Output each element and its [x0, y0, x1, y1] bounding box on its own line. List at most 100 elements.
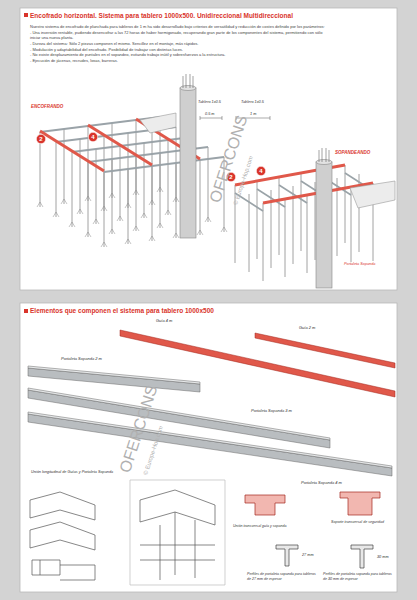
- callout-number: 2: [36, 134, 46, 144]
- drophead-rail: [28, 412, 392, 468]
- formwork-structure: [125, 239, 131, 244]
- part-label: Portaleta Sopanda 4 m: [300, 480, 343, 485]
- formwork-structure: [157, 187, 163, 192]
- formwork-structure: [85, 232, 91, 237]
- part-label: Unión longitudinal de Guías y Portaleta …: [30, 470, 114, 475]
- part-label: Portaleta Sopanda 2 m: [60, 356, 103, 361]
- part-label: Guía 2 m: [298, 325, 316, 330]
- part-label: Tablero 1x0.5: [240, 100, 265, 105]
- joint-detail: [140, 545, 215, 560]
- formwork-structure: [257, 189, 285, 207]
- formwork-structure: [40, 131, 104, 171]
- formwork-structure: [141, 213, 147, 218]
- body-text: - Dureza del sistema: Sólo 2 piezas comp…: [30, 41, 330, 46]
- formwork-structure: [61, 199, 67, 204]
- formwork-structure: [109, 229, 115, 234]
- bracket-detail: [245, 495, 285, 515]
- dimension-label: 0.5 m: [204, 112, 216, 117]
- joint-detail: [160, 512, 195, 580]
- formwork-structure: [307, 195, 308, 273]
- callout-number: 2: [39, 136, 42, 142]
- formwork-panel: [140, 113, 176, 133]
- body-text: - Una inversión rentable, pudiendo desen…: [30, 30, 330, 40]
- part-label: Unión transversal guía y sopanda: [232, 524, 288, 529]
- caption-note: Perfiles de portaleta sopanda para table…: [246, 572, 320, 581]
- card: [20, 303, 397, 592]
- formwork-structure: [285, 199, 286, 277]
- formwork-structure: [133, 226, 139, 231]
- bracket-detail: [340, 492, 380, 515]
- card: [20, 8, 397, 592]
- callout-circle: [88, 132, 97, 141]
- joint-detail: [30, 492, 95, 520]
- formwork-structure: [197, 230, 203, 235]
- concrete-column: [316, 162, 332, 288]
- callout-number: 4: [91, 134, 94, 140]
- formwork-structure: [101, 242, 107, 247]
- dimension-label: 30 mm: [376, 555, 390, 560]
- formwork-structure: [149, 236, 155, 241]
- section-title: Elementos que componen el sistema para t…: [30, 307, 390, 315]
- part-label: Tablero 1x0.5: [197, 100, 222, 105]
- formwork-structure: [53, 212, 59, 217]
- formwork-structure: [257, 181, 258, 259]
- part-label: Guía 4 m: [155, 318, 173, 323]
- formwork-structure: [157, 223, 163, 228]
- section-title: Encofrado horizontal. Sistema para table…: [30, 12, 390, 20]
- formwork-structure: [351, 187, 352, 265]
- dimension-label: 27 mm: [301, 553, 315, 558]
- formwork-structure: [125, 203, 131, 208]
- joint-detail: [30, 480, 225, 585]
- title-bullet: [24, 13, 28, 17]
- formwork-structure: [165, 210, 171, 215]
- callout-number: 4: [259, 168, 262, 174]
- formwork-structure: [249, 194, 250, 272]
- title-bullet: [24, 13, 28, 313]
- formwork-structure: [109, 193, 115, 198]
- formwork-structure: [205, 217, 211, 222]
- formwork-panel: [140, 113, 395, 208]
- formwork-structure: [56, 142, 57, 217]
- formwork-structure: [88, 125, 152, 165]
- panel-card: Elementos que componen el sistema para t…: [20, 303, 397, 592]
- formwork-structure: [149, 200, 155, 205]
- formwork-structure: [37, 202, 43, 207]
- view-title: ENCOFRANDO: [30, 104, 64, 110]
- concrete-column: [180, 74, 332, 288]
- body-text: - Ejecución de jácenas, recrudes, losas,…: [30, 58, 330, 63]
- formwork-structure: [101, 206, 107, 211]
- dimension-label: 1 m: [249, 112, 257, 117]
- body-text: - Modulación y adaptabilidad del encofra…: [30, 47, 330, 52]
- profile-section: [276, 545, 298, 566]
- formwork-structure: [85, 196, 91, 201]
- profile-section: [351, 545, 373, 568]
- formwork-structure: [173, 197, 179, 202]
- joint-detail: [140, 490, 215, 525]
- concrete-column: [316, 160, 332, 165]
- part-label: Portaleta Sopanda: [343, 262, 376, 267]
- formwork-structure: [263, 203, 264, 281]
- formwork-structure: [93, 219, 99, 224]
- formwork-structure: [69, 222, 75, 227]
- formwork-structure: [200, 160, 201, 235]
- formwork-structure: [117, 216, 123, 221]
- formwork-structure: [104, 157, 224, 172]
- title-bullet: [24, 309, 28, 313]
- formwork-structure: [221, 227, 227, 232]
- formwork-structure: [345, 165, 346, 243]
- bracket-detail: [245, 492, 380, 515]
- formwork-structure: [301, 173, 302, 251]
- formwork-structure: [133, 190, 139, 195]
- caption-note: Perfiles de portaleta sopanda para table…: [322, 572, 396, 581]
- formwork-structure: [72, 152, 73, 227]
- callout-circle: [36, 134, 45, 143]
- part-label: Soporte transversal de seguridad: [330, 520, 385, 525]
- concrete-column: [180, 88, 196, 238]
- part-label: Portaleta Sopanda 3 m: [250, 408, 293, 413]
- body-text: - No existe desplazamiento de puntales e…: [30, 52, 330, 57]
- formwork-structure: [37, 117, 227, 247]
- concrete-column: [183, 74, 193, 88]
- formwork-structure: [279, 177, 280, 255]
